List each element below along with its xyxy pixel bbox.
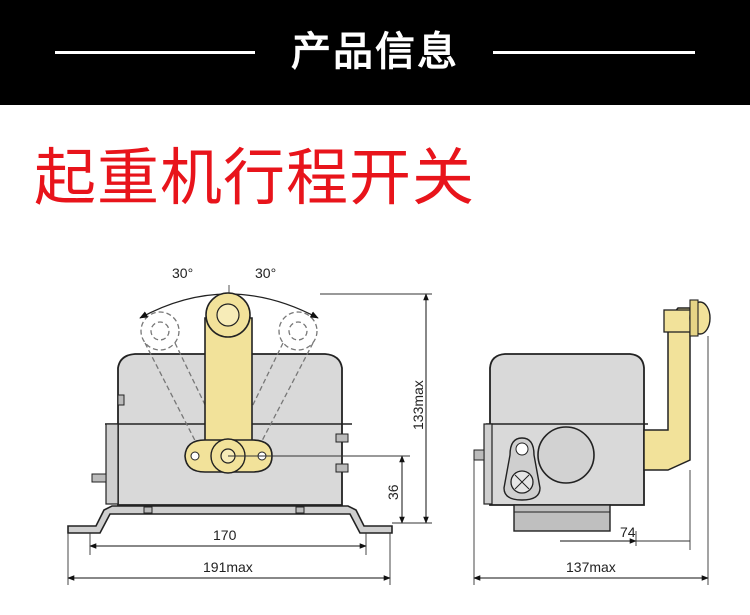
header-banner: 产品信息 — [0, 0, 750, 105]
angle-left-label: 30° — [172, 265, 193, 281]
dim-lever-width: 74 — [620, 524, 636, 540]
side-lever — [643, 299, 711, 471]
banner-line-right — [493, 51, 695, 54]
banner-line-left — [55, 51, 255, 54]
product-title: 起重机行程开关 — [34, 141, 476, 214]
dim-width-mount: 170 — [213, 527, 237, 543]
front-bolts — [91, 394, 349, 514]
dim-side-width-total: 137max — [566, 559, 616, 575]
dim-height-shaft: 36 — [385, 484, 401, 500]
side-bottom-boss — [513, 504, 611, 532]
front-lever — [204, 292, 253, 446]
side-round-window — [537, 426, 595, 484]
front-view: 30° 30° 133max 36 — [67, 265, 432, 585]
side-view: 74 137max — [473, 299, 711, 585]
side-cable-gland — [503, 437, 541, 501]
front-housing-flange — [105, 423, 119, 505]
dim-width-total: 191max — [203, 559, 253, 575]
banner-title: 产品信息 — [291, 29, 459, 75]
dim-height-total: 133max — [410, 380, 426, 430]
angle-right-label: 30° — [255, 265, 276, 281]
